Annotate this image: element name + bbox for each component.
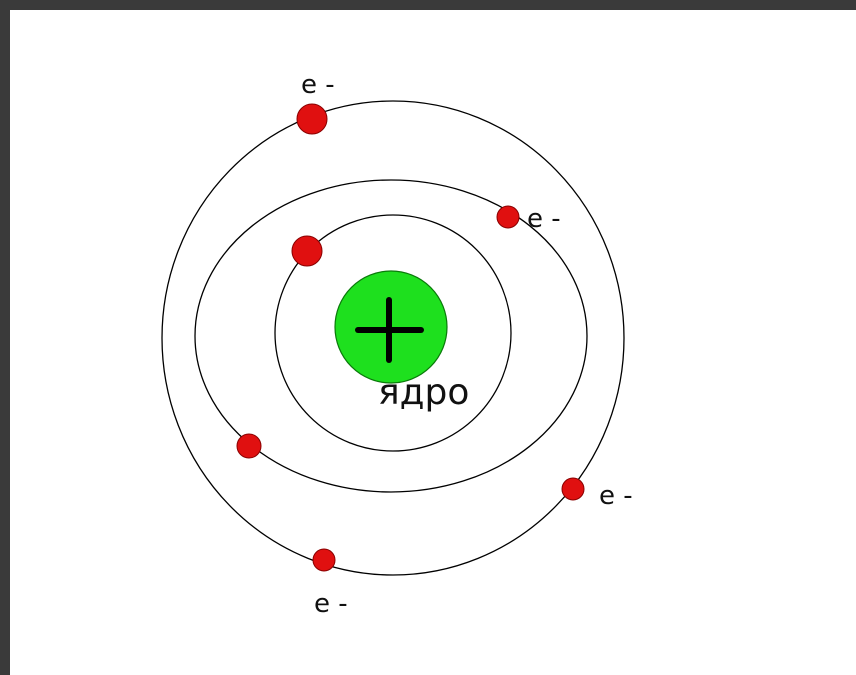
electron-label: e - bbox=[301, 70, 335, 100]
electron-label: e - bbox=[527, 204, 561, 234]
electron bbox=[297, 104, 327, 134]
electron bbox=[313, 549, 335, 571]
electron bbox=[292, 236, 322, 266]
electron-label: e - bbox=[314, 589, 348, 619]
electron-label: e - bbox=[599, 481, 633, 511]
nucleus-label: ядро bbox=[378, 372, 469, 413]
atom-diagram: ядро e - e - e - e - bbox=[10, 10, 856, 675]
electron bbox=[562, 478, 584, 500]
diagram-canvas: ядро e - e - e - e - bbox=[10, 10, 856, 675]
electron bbox=[497, 206, 519, 228]
electron bbox=[237, 434, 261, 458]
